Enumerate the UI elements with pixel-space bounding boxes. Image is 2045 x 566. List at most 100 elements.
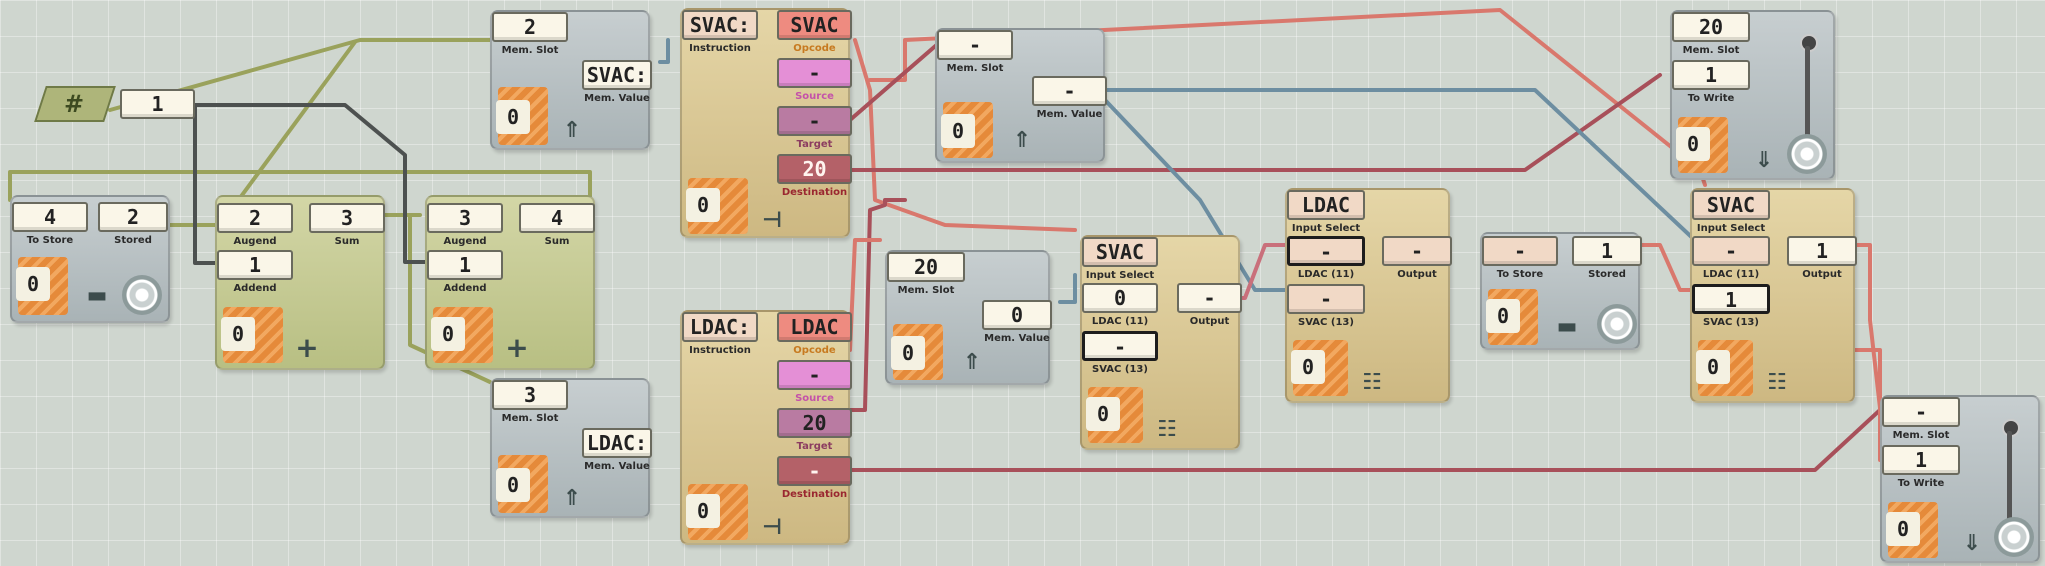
mem-slot-field[interactable]: - <box>1882 397 1960 427</box>
constant-value[interactable]: 1 <box>120 89 195 119</box>
decoder-node-top[interactable]: SVAC: Instruction SVAC Opcode - Source -… <box>680 8 852 238</box>
target-label: Target <box>796 441 833 452</box>
ldac-input-field[interactable]: - <box>1287 236 1365 266</box>
svac-input-field[interactable]: 1 <box>1692 284 1770 314</box>
mem-value-field[interactable]: LDAC: <box>582 428 652 458</box>
mem-slot-label: Mem. Slot <box>1892 430 1950 441</box>
source-field[interactable]: - <box>777 58 852 88</box>
corner-counter: 0 <box>1486 299 1520 333</box>
mem-slot-field[interactable]: 3 <box>492 380 568 410</box>
to-write-field[interactable]: 1 <box>1672 60 1750 90</box>
ldac-input-label: LDAC (11) <box>1091 316 1149 327</box>
corner-counter: 0 <box>1886 512 1920 546</box>
mem-value-field[interactable]: 0 <box>982 300 1052 330</box>
input-select-label: Input Select <box>1291 223 1361 234</box>
mem-value-field[interactable]: SVAC: <box>582 60 652 90</box>
destination-label: Destination <box>781 187 848 198</box>
destination-field[interactable]: - <box>777 456 852 486</box>
opcode-field[interactable]: SVAC <box>777 10 852 40</box>
addend-field[interactable]: 1 <box>427 250 503 280</box>
decoder-node-bottom[interactable]: LDAC: Instruction LDAC Opcode - Source 2… <box>680 310 852 545</box>
sum-label: Sum <box>334 236 360 247</box>
mem-slot-field[interactable]: 2 <box>492 12 568 42</box>
svac-input-field[interactable]: - <box>1082 331 1158 361</box>
input-select-field[interactable]: SVAC <box>1082 237 1158 267</box>
opcode-label: Opcode <box>793 43 836 54</box>
addend-label: Addend <box>443 283 487 294</box>
dial-knob[interactable] <box>1994 517 2034 557</box>
write-arrow-icon: ⇓ <box>1754 148 1774 173</box>
storage-node-mid[interactable]: - To Store 1 Stored 0 ▬ <box>1480 232 1642 350</box>
mem-slot-field[interactable]: 20 <box>1672 12 1750 42</box>
instruction-field[interactable]: SVAC: <box>682 10 758 40</box>
plus-icon: + <box>505 331 529 364</box>
corner-counter: 0 <box>16 267 50 301</box>
to-store-label: To Store <box>26 235 74 246</box>
addend-field[interactable]: 1 <box>217 250 293 280</box>
storage-icon: ▬ <box>1556 314 1578 339</box>
target-field[interactable]: 20 <box>777 408 852 438</box>
svac-input-field[interactable]: - <box>1287 284 1365 314</box>
instruction-field[interactable]: LDAC: <box>682 312 758 342</box>
memory-read-node-mid-top[interactable]: - Mem. Slot - Mem. Value 0 ⇑ <box>935 28 1107 163</box>
stored-field[interactable]: 2 <box>98 202 168 232</box>
to-store-field[interactable]: - <box>1482 236 1558 266</box>
memory-read-node-bottom[interactable]: 3 Mem. Slot LDAC: Mem. Value 0 ⇑ <box>490 378 652 518</box>
dial-knob[interactable] <box>122 275 162 315</box>
wire <box>193 103 217 265</box>
wire <box>848 73 1662 172</box>
augend-field[interactable]: 3 <box>427 203 503 233</box>
constant-node[interactable]: # 1 <box>34 86 200 122</box>
adder-node-1[interactable]: 2 Augend 1 Addend 3 Sum 0 + <box>215 195 385 370</box>
ldac-input-field[interactable]: - <box>1692 236 1770 266</box>
read-arrow-icon: ⇑ <box>962 350 982 375</box>
input-select-field[interactable]: SVAC <box>1692 190 1770 220</box>
memory-read-node-top[interactable]: 2 Mem. Slot SVAC: Mem. Value 0 ⇑ <box>490 10 652 150</box>
sum-label: Sum <box>544 236 570 247</box>
stored-label: Stored <box>1588 269 1626 280</box>
source-label: Source <box>795 91 834 102</box>
output-label: Output <box>1189 316 1230 327</box>
to-write-field[interactable]: 1 <box>1882 445 1960 475</box>
decoder-icon: ⊣ <box>761 208 783 233</box>
storage-node-left[interactable]: 4 To Store 2 Stored 0 ▬ <box>10 195 170 323</box>
memory-write-node-bottom[interactable]: - Mem. Slot 1 To Write 0 ⇓ <box>1880 395 2040 563</box>
mem-slot-label: Mem. Slot <box>501 45 559 56</box>
mem-slot-field[interactable]: - <box>937 30 1013 60</box>
output-field[interactable]: 1 <box>1787 236 1857 266</box>
opcode-field[interactable]: LDAC <box>777 312 852 342</box>
dial-knob[interactable] <box>1597 304 1637 344</box>
ldac-input-field[interactable]: 0 <box>1082 283 1158 313</box>
adder-node-2[interactable]: 3 Augend 1 Addend 4 Sum 0 + <box>425 195 595 370</box>
mem-value-field[interactable]: - <box>1032 76 1107 106</box>
input-select-node-1[interactable]: SVAC Input Select 0 LDAC (11) - SVAC (13… <box>1080 235 1242 450</box>
input-select-node-2[interactable]: LDAC Input Select - LDAC (11) - SVAC (13… <box>1285 188 1452 403</box>
svac-input-label: SVAC (13) <box>1298 317 1354 328</box>
mem-value-label: Mem. Value <box>584 93 650 104</box>
memory-write-node-top[interactable]: 20 Mem. Slot 1 To Write 0 ⇓ <box>1670 10 1835 180</box>
sum-field[interactable]: 3 <box>309 203 385 233</box>
to-store-field[interactable]: 4 <box>12 202 88 232</box>
sum-field[interactable]: 4 <box>519 203 595 233</box>
dial-knob[interactable] <box>1787 134 1827 174</box>
selector-icon: ☷ <box>1767 370 1787 395</box>
destination-field[interactable]: 20 <box>777 154 852 184</box>
source-field[interactable]: - <box>777 360 852 390</box>
memory-read-node-mid-bottom[interactable]: 20 Mem. Slot 0 Mem. Value 0 ⇑ <box>885 250 1052 385</box>
mem-slot-field[interactable]: 20 <box>887 252 965 282</box>
input-select-node-3[interactable]: SVAC Input Select - LDAC (11) 1 SVAC (13… <box>1690 188 1857 403</box>
corner-counter: 0 <box>1086 397 1120 431</box>
to-store-label: To Store <box>1496 269 1544 280</box>
output-field[interactable]: - <box>1382 236 1452 266</box>
target-field[interactable]: - <box>777 106 852 136</box>
corner-counter: 0 <box>431 317 465 351</box>
mem-slot-label: Mem. Slot <box>1682 45 1740 56</box>
output-label: Output <box>1802 269 1842 280</box>
ldac-input-label: LDAC (11) <box>1702 269 1760 280</box>
corner-counter: 0 <box>221 317 255 351</box>
mem-value-label: Mem. Value <box>1036 109 1103 120</box>
input-select-field[interactable]: LDAC <box>1287 190 1365 220</box>
augend-field[interactable]: 2 <box>217 203 293 233</box>
stored-field[interactable]: 1 <box>1572 236 1642 266</box>
output-field[interactable]: - <box>1177 283 1242 313</box>
